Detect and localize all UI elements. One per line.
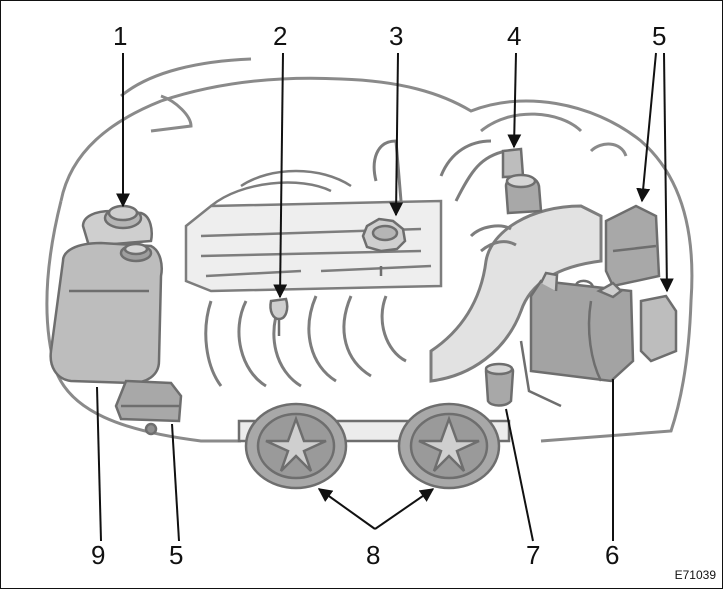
callout-3: 3	[389, 23, 403, 49]
power-steering-reservoir	[486, 364, 513, 406]
washer-fluid-tank	[51, 243, 162, 383]
radiator-fans	[239, 404, 509, 488]
leader-7	[506, 409, 533, 541]
leader-4	[514, 53, 516, 147]
callout-9: 9	[91, 542, 105, 568]
callout-8: 8	[366, 542, 380, 568]
leader-8-a	[319, 489, 375, 529]
leader-5-top-a	[642, 53, 656, 201]
figure-code: E71039	[675, 568, 716, 582]
battery	[521, 273, 633, 406]
callout-5-top: 5	[652, 23, 666, 49]
radiator-reservoir	[83, 206, 152, 246]
leader-5-bottom	[172, 424, 179, 541]
callout-1: 1	[113, 23, 127, 49]
callout-7: 7	[526, 542, 540, 568]
leader-3	[396, 53, 398, 215]
callout-6: 6	[605, 542, 619, 568]
callout-2: 2	[273, 23, 287, 49]
callout-5-bottom: 5	[169, 542, 183, 568]
upper-hoses	[374, 141, 506, 201]
brake-fluid-reservoir	[503, 149, 541, 213]
leader-9	[97, 387, 101, 541]
leader-8-b	[375, 489, 433, 529]
callout-4: 4	[507, 23, 521, 49]
intake-manifold	[206, 296, 406, 386]
